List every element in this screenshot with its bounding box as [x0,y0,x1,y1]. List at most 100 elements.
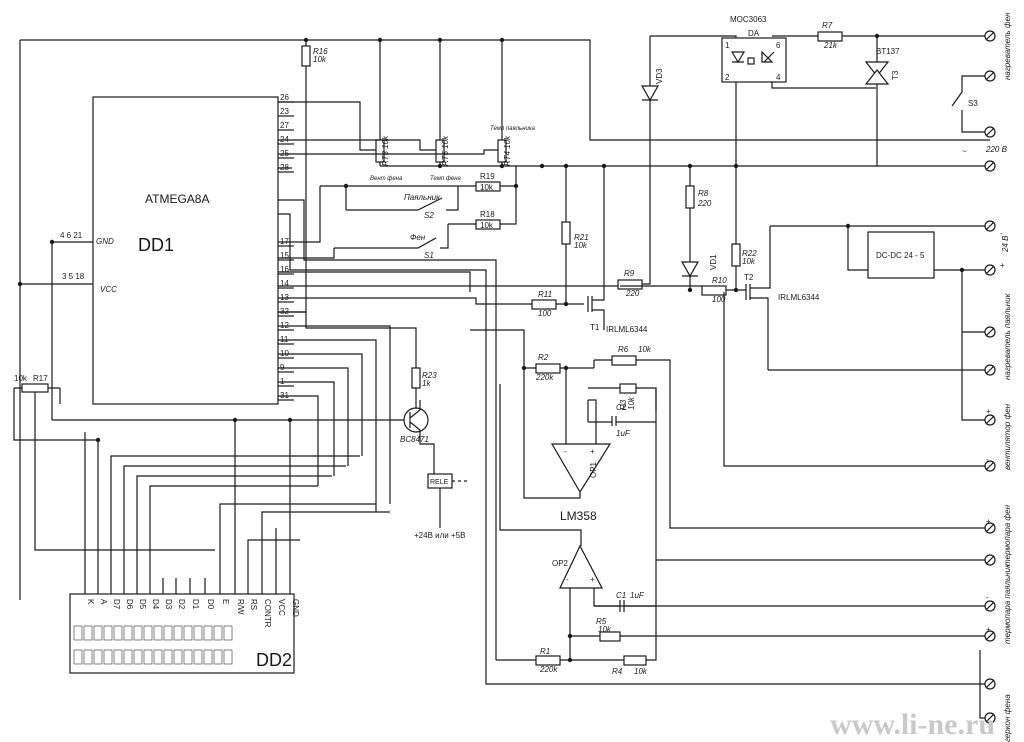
svg-text:S3: S3 [968,99,978,108]
svg-text:VD1: VD1 [709,254,718,270]
rt4-pot: RT4 10k Темп паяльника [278,126,536,166]
lcd-pin-label: D1 [191,599,200,610]
r23-resistor: R23 1k [278,311,437,408]
svg-text:+: + [986,625,991,634]
mcu-pin-number: 23 [280,107,289,116]
lcd-char-cell [213,649,223,665]
svg-text:IRLML6344: IRLML6344 [778,293,820,302]
r1-resistor: R1 220k [496,636,571,674]
mcu-ref: DD1 [138,235,174,255]
lcd-char-cell [123,649,133,665]
terminal-slot [985,221,995,231]
lcd-char-cell [123,625,133,641]
svg-text:10k: 10k [627,396,636,410]
svg-text:RT5 10k: RT5 10k [441,135,450,166]
svg-text:10k: 10k [480,183,494,192]
svg-text:R23: R23 [422,371,437,380]
lcd-char-cell [133,625,143,641]
heater-iron-label: нагреватель паяльник [1003,292,1012,380]
svg-text:BC8471: BC8471 [400,435,429,444]
fan-label: вентилятор фен [1003,403,1012,470]
triac-bt137: BT137 T3 [864,36,900,166]
svg-text:220: 220 [625,289,640,298]
lcd-char-cell [113,649,123,665]
lcd-pin-label: CONTR [263,599,272,628]
lcd-char-cell [163,649,173,665]
svg-text:1uF: 1uF [616,429,631,438]
svg-text:R7: R7 [822,21,833,30]
lcd-char-cell [153,649,163,665]
bc8471-transistor: BC8471 [360,400,435,474]
lcd-char-cell [133,649,143,665]
svg-text:+: + [590,575,595,584]
svg-text:+: + [986,407,991,416]
lcd-display-cells [73,625,233,665]
lcd-char-cell [163,625,173,641]
lcd-char-cell [173,649,183,665]
lcd-char-cell [203,649,213,665]
svg-text:DA: DA [748,29,760,38]
mcu-pin-number: 26 [280,93,289,102]
mcu-gnd-label: GND [96,237,114,246]
lcd-char-cell [93,649,103,665]
svg-text:2: 2 [725,73,730,82]
c1-capacitor: C1 1uF [594,591,656,612]
svg-text:+: + [986,517,991,526]
mcu-name: ATMEGA8A [145,192,209,206]
svg-text:-: - [986,455,989,464]
terminal-slot [985,31,995,41]
svg-text:R1: R1 [540,647,550,656]
svg-text:Темп паяльника: Темп паяльника [490,126,536,132]
c2-capacitor: C2 1uF [587,400,656,438]
lcd-pin-label: RS [249,599,258,610]
mcu-pin-number: 15 [280,251,289,260]
svg-text:+: + [590,447,595,456]
svg-text:-: - [566,575,569,584]
svg-text:R2: R2 [538,353,549,362]
dcdc-converter: DC-DC 24 - 5 [770,225,990,279]
lcd-char-cell [143,625,153,641]
svg-text:C2: C2 [616,403,627,412]
svg-text:Темп фена: Темп фена [430,176,462,182]
svg-text:DC-DC 24 - 5: DC-DC 24 - 5 [876,251,925,260]
lcd-ref: DD2 [256,650,292,670]
svg-text:220k: 220k [539,665,558,674]
terminal-slot [985,127,995,137]
svg-text:10k: 10k [14,374,28,383]
lcd-char-cell [103,649,113,665]
svg-text:-: - [986,593,989,602]
tc-iron-label: термопара паяльник [1003,563,1012,644]
svg-text:IRLML6344: IRLML6344 [606,325,648,334]
v24-label: 24 В [1001,235,1010,253]
switch-s1: Фен S1 [334,224,449,260]
mcu-pin-number: 14 [280,279,289,288]
svg-text:R11: R11 [538,290,552,299]
svg-text:21k: 21k [823,41,838,50]
svg-text:S2: S2 [424,211,434,220]
lcd-pin-label: D0 [206,599,215,610]
r2-resistor: R2 220k [524,353,566,382]
svg-text:R18: R18 [480,210,495,219]
terminal-slot [985,523,995,533]
svg-text:RT4 10k: RT4 10k [503,135,512,166]
terminal-slot [985,327,995,337]
switch-s3: S3 [951,75,990,133]
svg-text:10k: 10k [742,257,756,266]
lcd-pin-label: A [99,599,108,605]
mcu-io-wires [278,186,620,292]
lcd-pin-label: D5 [138,599,147,610]
terminal-slot [985,161,995,171]
r11-resistor: R11 100 [278,290,584,318]
vd1-led: VD1 [680,254,718,290]
svg-text:R16: R16 [313,47,328,56]
lcd-char-cell [73,625,83,641]
lcd-char-cell [83,625,93,641]
op1-opamp: - + OP1 [470,329,612,499]
lcd-pin-label: D2 [177,599,186,610]
svg-text:1: 1 [725,41,730,50]
terminal-slot [985,365,995,375]
mcu-body [92,96,279,405]
mcu-supply-wires [19,39,360,600]
svg-text:1uF: 1uF [630,591,645,600]
